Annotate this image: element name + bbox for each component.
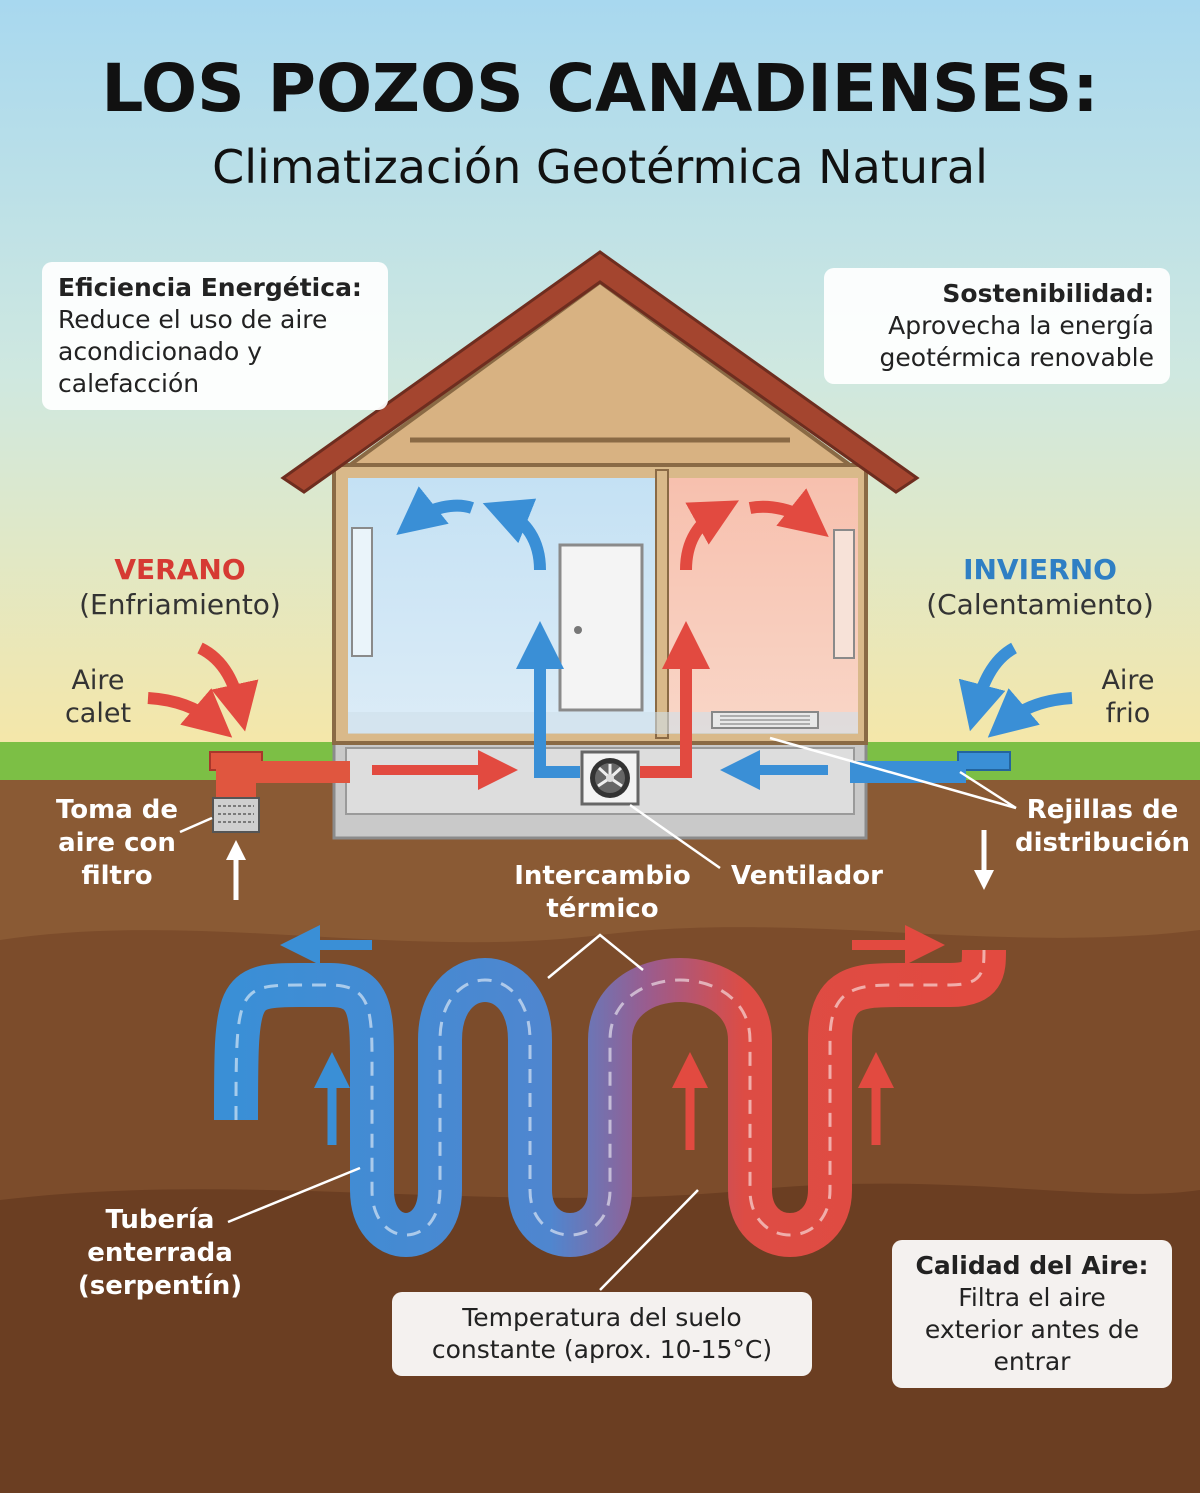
- page-subtitle: Climatización Geotérmica Natural: [212, 140, 988, 194]
- door: [558, 543, 644, 712]
- leader-fan: [629, 803, 721, 870]
- room-arrow-cold-2: [396, 486, 474, 535]
- callout-ground-temp-body: Temperatura del suelo constante (aprox. …: [431, 1303, 773, 1364]
- winter-air-arrow-1: [958, 642, 1018, 732]
- label-exchange: Intercambio térmico: [514, 861, 691, 924]
- summer-air-label: Aire calet: [64, 665, 132, 729]
- room-arrow-hot-2: [748, 488, 829, 537]
- callout-efficiency: Eficiencia Energética: Reduce el uso de …: [42, 262, 388, 410]
- callout-sustainability: Sostenibilidad: Aprovecha la energía geo…: [824, 268, 1170, 384]
- leader-ground-temp: [599, 1189, 699, 1291]
- page-title: LOS POZOS CANADIENSES:: [101, 50, 1099, 127]
- roof-attic: [343, 279, 857, 467]
- summer-air-arrow-2: [147, 688, 233, 738]
- label-fan: Ventilador: [731, 861, 883, 891]
- intake-top: [216, 758, 256, 798]
- leader-vents-2: [769, 736, 1017, 810]
- label-intake: Toma de aire con filtro: [55, 795, 179, 891]
- room-warm: [668, 478, 858, 733]
- season-summer-sub: (Enfriamiento): [79, 588, 281, 621]
- door-knob: [574, 626, 582, 634]
- season-winter-sub: (Calentamiento): [926, 588, 1154, 621]
- callout-efficiency-heading: Eficiencia Energética:: [58, 273, 362, 302]
- label-pipe: Tubería enterrada (serpentín): [77, 1205, 243, 1301]
- room-divider: [655, 469, 669, 739]
- callout-air-quality: Calidad del Aire: Filtra el aire exterio…: [892, 1240, 1172, 1388]
- callout-sustainability-heading: Sostenibilidad:: [942, 279, 1154, 308]
- summer-air-arrow-1: [197, 642, 259, 732]
- callout-ground-temp: Temperatura del suelo constante (aprox. …: [392, 1292, 812, 1376]
- leader-pipe: [227, 1166, 361, 1224]
- callout-sustainability-body: Aprovecha la energía geotérmica renovabl…: [879, 311, 1154, 372]
- callout-air-quality-heading: Calidad del Aire:: [915, 1251, 1149, 1280]
- leader-filter: [179, 816, 213, 834]
- winter-air-label: Aire frio: [1101, 665, 1155, 729]
- leader-exchange: [547, 933, 644, 979]
- supply-pipe-cold: [516, 621, 580, 778]
- season-summer-name: VERANO: [114, 553, 246, 586]
- window-right: [833, 529, 855, 659]
- season-winter: INVIERNO (Calentamiento): [915, 552, 1165, 622]
- label-vents: Rejillas de distribución: [1015, 795, 1190, 858]
- supply-pipe-hot: [640, 621, 710, 778]
- window-left: [351, 527, 373, 657]
- roof: [280, 250, 920, 494]
- winter-air-arrow-2: [987, 688, 1073, 738]
- room-arrow-hot-1: [680, 500, 739, 571]
- callout-air-quality-body: Filtra el aire exterior antes de entrar: [924, 1283, 1140, 1376]
- callout-efficiency-body: Reduce el uso de aire acondicionado y ca…: [58, 305, 328, 398]
- season-winter-name: INVIERNO: [963, 553, 1117, 586]
- season-summer: VERANO (Enfriamiento): [60, 552, 300, 622]
- buried-pipe-highlight: [234, 949, 986, 1237]
- room-arrow-cold-1: [482, 498, 546, 571]
- leader-vents-1: [959, 770, 1017, 810]
